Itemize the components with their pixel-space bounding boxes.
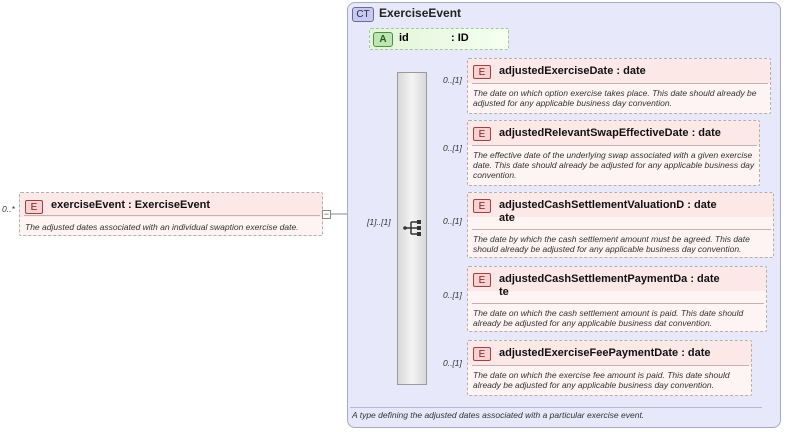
- complex-type-divider: [350, 407, 762, 408]
- divider: [24, 215, 320, 216]
- child-element-doc: The effective date of the underlying swa…: [473, 150, 755, 180]
- child-element-doc: The date on which the exercise fee amoun…: [473, 370, 730, 390]
- child-element-doc: The date by which the cash settlement am…: [473, 234, 750, 254]
- complex-type-name: ExerciseEvent: [379, 6, 462, 20]
- child-element-name: adjustedCashSettlementPaymentDa : date t…: [499, 273, 720, 298]
- divider: [472, 83, 768, 84]
- divider: [472, 145, 757, 146]
- child-cardinality: 0..[1]: [443, 216, 462, 226]
- child-element-adjusted-cash-settlement-payment-date[interactable]: E adjustedCashSettlementPaymentDa : date…: [467, 266, 767, 332]
- element-badge: E: [473, 347, 491, 361]
- child-element-adjusted-exercise-date[interactable]: E adjustedExerciseDate : date The date o…: [467, 58, 771, 114]
- child-element-name: adjustedExerciseFeePaymentDate : date: [499, 347, 711, 359]
- element-badge: E: [473, 127, 491, 141]
- child-element-name: adjustedExerciseDate : date: [499, 65, 646, 77]
- root-cardinality: 0..*: [2, 204, 15, 214]
- divider: [472, 365, 749, 366]
- attribute-name: id: [399, 32, 409, 44]
- child-element-name: adjustedRelevantSwapEffectiveDate : date: [499, 127, 721, 139]
- child-cardinality: 0..[1]: [443, 143, 462, 153]
- child-cardinality: 0..[1]: [443, 75, 462, 85]
- collapse-toggle[interactable]: −: [322, 209, 331, 219]
- element-badge: E: [25, 200, 43, 214]
- divider: [472, 229, 771, 230]
- child-cardinality: 0..[1]: [443, 358, 462, 368]
- child-cardinality: 0..[1]: [443, 290, 462, 300]
- element-badge: E: [473, 65, 491, 79]
- attribute-box[interactable]: [369, 28, 509, 50]
- sequence-icon: [403, 220, 421, 236]
- attribute-type: : ID: [451, 32, 469, 44]
- sequence-cardinality: [1]..[1]: [367, 217, 391, 227]
- element-badge: E: [473, 199, 491, 213]
- root-element-name: exerciseEvent : ExerciseEvent: [51, 199, 210, 211]
- child-element-adjusted-cash-settlement-valuation-date[interactable]: E adjustedCashSettlementValuationD : dat…: [467, 192, 774, 258]
- child-element-name: adjustedCashSettlementValuationD : date …: [499, 199, 717, 224]
- child-element-adjusted-relevant-swap-effective-date[interactable]: E adjustedRelevantSwapEffectiveDate : da…: [467, 120, 760, 186]
- complex-type-doc: A type defining the adjusted dates assoc…: [352, 410, 645, 420]
- child-element-adjusted-exercise-fee-payment-date[interactable]: E adjustedExerciseFeePaymentDate : date …: [467, 340, 752, 396]
- divider: [472, 303, 764, 304]
- root-element-doc: The adjusted dates associated with an in…: [25, 222, 299, 232]
- child-element-doc: The date on which option exercise takes …: [473, 88, 757, 108]
- attribute-badge: A: [373, 32, 393, 47]
- element-badge: E: [473, 273, 491, 287]
- child-element-doc: The date on which the cash settlement am…: [473, 308, 744, 328]
- root-element-box[interactable]: E exerciseEvent : ExerciseEvent The adju…: [19, 192, 323, 236]
- complex-type-badge: CT: [352, 7, 374, 22]
